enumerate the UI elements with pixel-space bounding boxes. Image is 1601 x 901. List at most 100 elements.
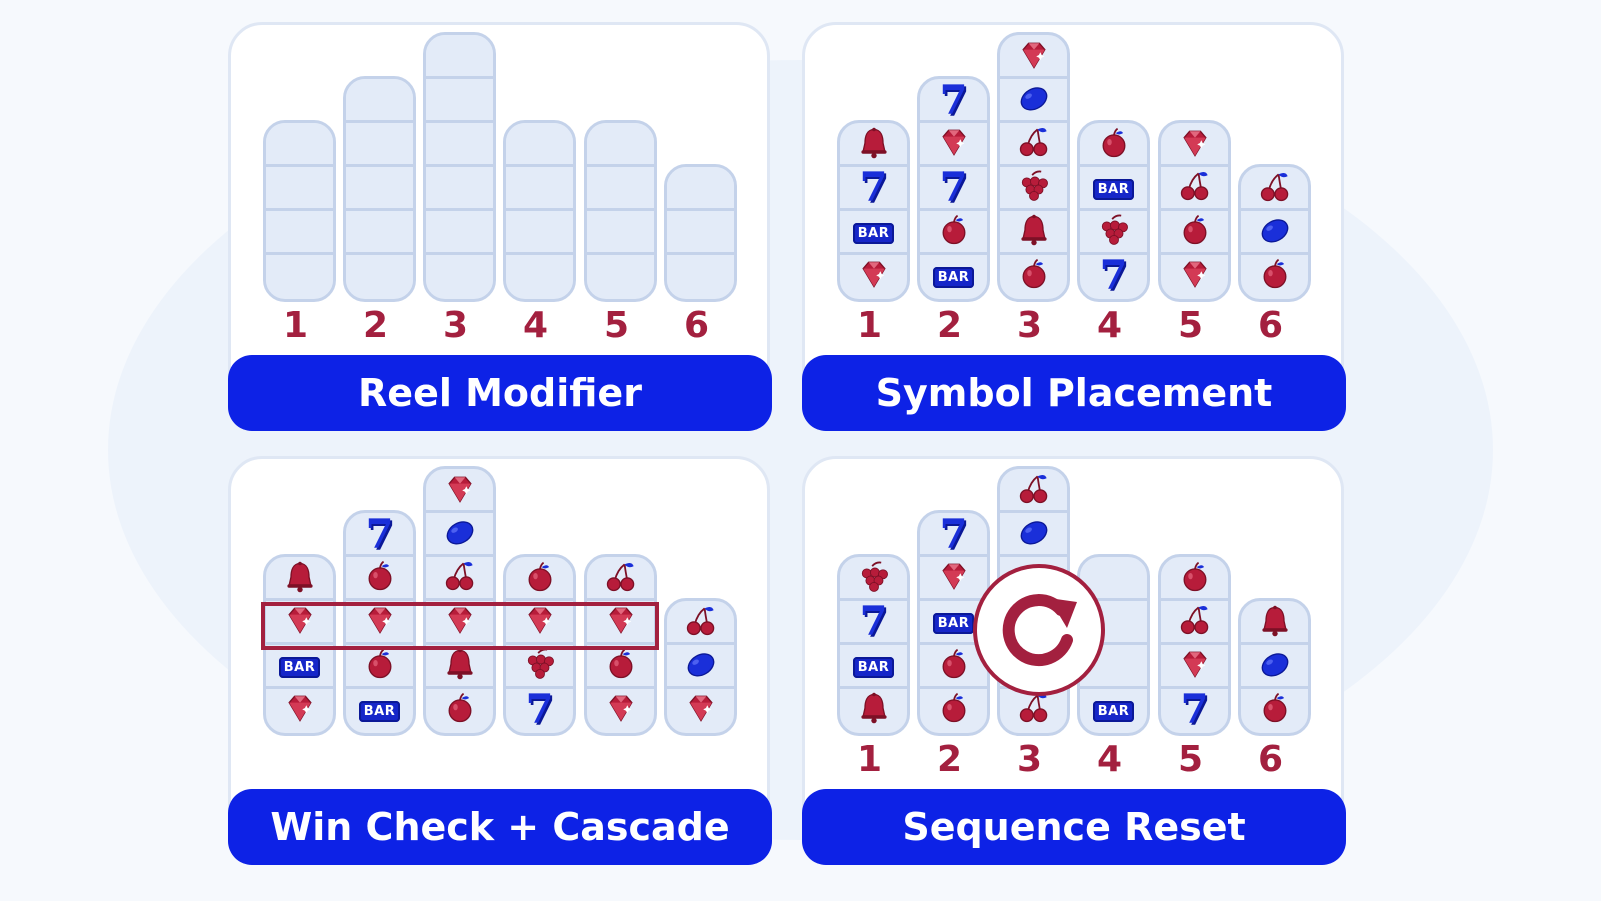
bell-icon — [442, 646, 478, 686]
reel-1 — [263, 120, 336, 302]
reel-cell — [1080, 123, 1147, 167]
reel-5: 7 — [1158, 554, 1231, 736]
gem-icon — [522, 602, 558, 642]
cherry-icon — [603, 559, 639, 599]
reel-cell — [426, 164, 493, 208]
grapes-icon — [1096, 212, 1132, 252]
reel-cell — [1000, 252, 1067, 296]
reel-number: 3 — [442, 305, 469, 346]
reel-number: 1 — [282, 305, 309, 346]
reel-cell — [667, 686, 734, 730]
reel-cell: BAR — [920, 252, 987, 296]
reel-cell — [920, 120, 987, 164]
reel-cell — [346, 164, 413, 208]
reel-4: 7 — [503, 554, 576, 736]
reel-5 — [1158, 120, 1231, 302]
seven-icon: 7 — [939, 511, 968, 558]
reel-cell: 7 — [840, 598, 907, 642]
reel-cell: 7 — [920, 164, 987, 208]
reel-6 — [664, 598, 737, 736]
reel-cell — [920, 642, 987, 686]
apple-icon — [936, 646, 972, 686]
reel-number: 1 — [856, 305, 883, 346]
reel-4: BAR 7 — [1077, 120, 1150, 302]
reel-cell — [266, 208, 333, 252]
cherry-icon — [1016, 124, 1052, 164]
reel-cell — [587, 686, 654, 730]
reel-cell: 7 — [840, 164, 907, 208]
apple-icon — [522, 559, 558, 599]
reel-cell — [920, 208, 987, 252]
bar-icon: BAR — [278, 656, 321, 678]
reel-cell — [840, 252, 907, 296]
reel-cell: BAR — [1080, 164, 1147, 208]
reel-cell — [587, 164, 654, 208]
reel-number: 1 — [856, 739, 883, 780]
gem-icon — [1016, 37, 1052, 77]
reel-cell — [506, 252, 573, 296]
reel-cell: 7 — [920, 513, 987, 557]
reel-cell: 7 — [1080, 252, 1147, 296]
reel-cell — [426, 252, 493, 296]
reel-cell — [426, 510, 493, 554]
reel-cell: BAR — [266, 642, 333, 686]
bell-icon — [1257, 603, 1293, 643]
reel-number: 4 — [522, 305, 549, 346]
reel-cell — [346, 598, 413, 642]
lemon-icon — [1257, 646, 1293, 686]
reel-3 — [423, 466, 496, 736]
reel-cell: BAR — [840, 208, 907, 252]
reel-cell — [266, 557, 333, 601]
cherry-icon — [442, 558, 478, 598]
gem-icon — [936, 558, 972, 598]
apple-icon — [1257, 256, 1293, 296]
reel-cell — [840, 686, 907, 730]
reel-cell — [346, 120, 413, 164]
reel-cell — [506, 557, 573, 601]
apple-icon — [1016, 256, 1052, 296]
reel-cell — [1000, 76, 1067, 120]
bar-icon: BAR — [852, 656, 895, 678]
reel-number: 6 — [1257, 739, 1284, 780]
reel-cell — [1161, 164, 1228, 208]
reel-cell — [1161, 557, 1228, 601]
reel-cell — [346, 642, 413, 686]
reel-cell — [426, 35, 493, 79]
bar-icon: BAR — [932, 266, 975, 288]
seven-icon: 7 — [939, 163, 968, 211]
reel-3 — [997, 32, 1070, 302]
cherry-icon — [683, 603, 719, 643]
reel-cell — [266, 686, 333, 730]
reel-cell — [1080, 598, 1147, 642]
bell-icon — [1016, 212, 1052, 252]
reel-6 — [664, 164, 737, 302]
reel-cell — [346, 252, 413, 296]
reel-cell — [266, 252, 333, 296]
gem-icon — [1177, 125, 1213, 165]
reel-cell: 7 — [506, 686, 573, 730]
gem-icon — [362, 602, 398, 642]
gem-icon — [856, 256, 892, 296]
reel-cell — [1241, 686, 1308, 730]
seven-icon: 7 — [525, 685, 554, 733]
gem-icon — [442, 471, 478, 511]
refresh-icon[interactable] — [972, 564, 1105, 696]
reel-cell — [840, 123, 907, 167]
lemon-icon — [442, 514, 478, 554]
reel-number: 2 — [936, 305, 963, 346]
reel-cell — [426, 76, 493, 120]
reel-cell — [1241, 167, 1308, 211]
grapes-icon — [522, 646, 558, 686]
apple-icon — [1257, 690, 1293, 730]
bell-icon — [856, 690, 892, 730]
reel-cell — [426, 554, 493, 598]
cherry-icon — [1257, 169, 1293, 209]
reel-cell — [1080, 642, 1147, 686]
reel-number: 3 — [1016, 739, 1043, 780]
lemon-icon — [1016, 514, 1052, 554]
reel-cell — [667, 642, 734, 686]
